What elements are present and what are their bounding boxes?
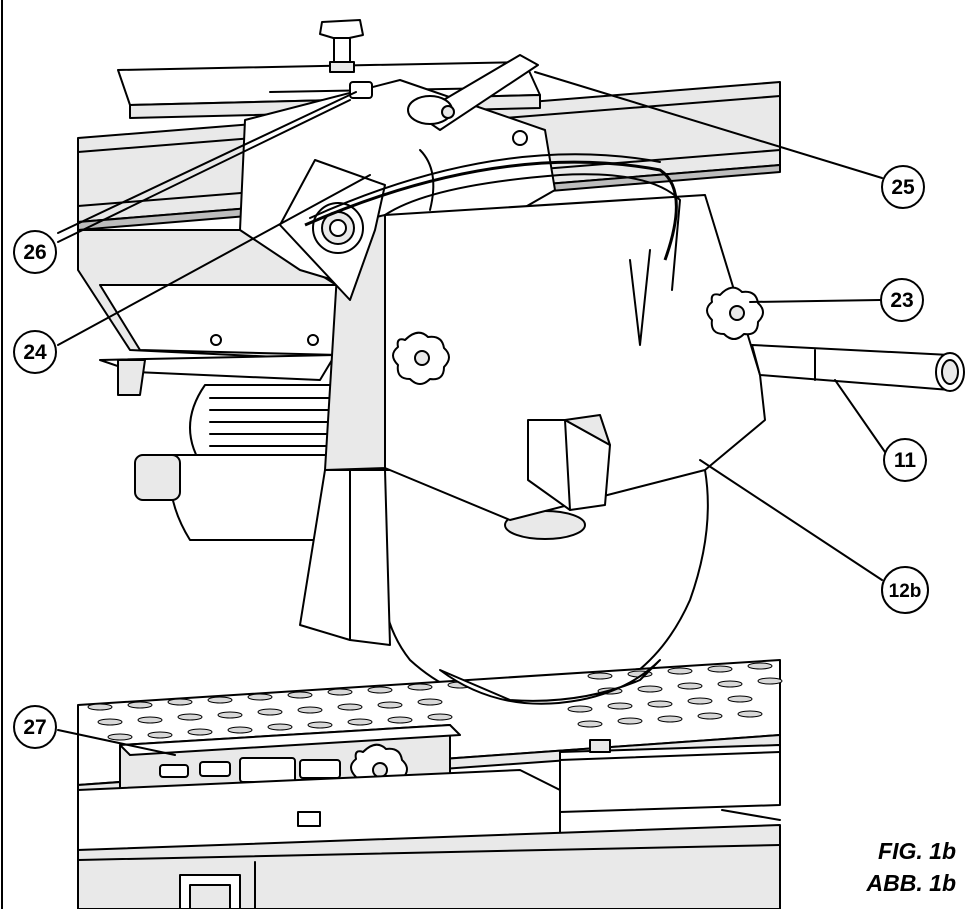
- star-knob-right: [706, 286, 764, 340]
- leader-25: [534, 71, 883, 179]
- callout-label-25: 25: [891, 176, 915, 199]
- callout-label-23: 23: [890, 289, 913, 312]
- figure-caption-en: FIG. 1b: [878, 838, 956, 864]
- callout-12b: 12b: [881, 566, 929, 614]
- callout-label-24: 24: [23, 341, 47, 364]
- leader-11: [834, 379, 886, 453]
- star-knob-left: [392, 331, 450, 385]
- motor-body: [134, 384, 346, 541]
- water-outlet: [527, 414, 611, 511]
- leader-26b: [57, 99, 351, 243]
- figure-caption-de: ABB. 1b: [866, 870, 956, 896]
- callout-label-12b: 12b: [889, 581, 922, 602]
- callout-26: 26: [13, 230, 57, 274]
- water-hose: [304, 153, 678, 261]
- saw-blade: [379, 149, 709, 708]
- callout-11: 11: [883, 438, 927, 482]
- bracket-arm: [99, 354, 336, 396]
- leader-lines: [57, 71, 886, 756]
- leader-23: [749, 299, 881, 303]
- leader-26a: [57, 91, 357, 234]
- blade-lower-edge: [439, 659, 661, 705]
- lever-handle: [407, 54, 539, 131]
- callout-24: 24: [13, 330, 57, 374]
- callout-label-11: 11: [894, 449, 917, 472]
- top-knob: [319, 19, 364, 73]
- bolt-26: [349, 81, 528, 146]
- splash-chute: [299, 469, 391, 646]
- leader-24: [57, 174, 371, 346]
- callout-label-26: 26: [23, 241, 46, 264]
- callout-25: 25: [881, 165, 925, 209]
- base-frame: [77, 769, 781, 909]
- leader-12b: [699, 459, 883, 581]
- leader-27: [57, 729, 176, 756]
- handle-bar: [751, 344, 965, 392]
- callout-label-27: 27: [23, 716, 46, 739]
- table-side-rail: [559, 739, 781, 813]
- callout-23: 23: [880, 278, 924, 322]
- callout-27: 27: [13, 705, 57, 749]
